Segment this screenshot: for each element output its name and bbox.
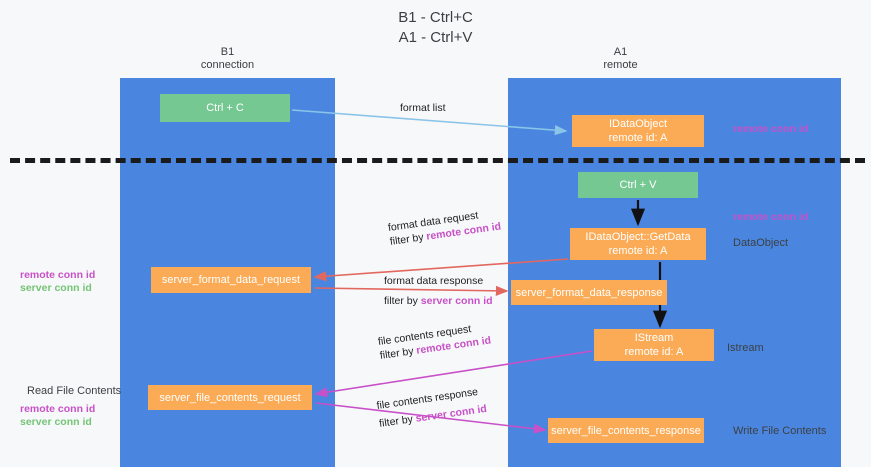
legend-left-mid-server: server conn id [20,282,92,294]
node-server-file-contents-request[interactable]: server_file_contents_request [148,385,312,410]
node-ctrl-v[interactable]: Ctrl + V [578,172,698,198]
node-fmt-response-label: server_format_data_response [515,286,663,299]
legend-left-mid-remote: remote conn id [20,269,96,281]
node-ctrl-c-label: Ctrl + C [206,102,244,114]
node-getdata-line1: IDataObject::GetData [585,231,691,243]
legend-left-mid: remote conn id server conn id [20,269,95,295]
node-istream[interactable]: IStream remote id: A [594,329,714,361]
side-label-dataobject: DataObject [733,237,789,249]
edge-label-format-data-response-title: format data response [384,275,484,287]
node-idataobject-getdata[interactable]: IDataObject::GetData remote id: A [570,228,706,260]
legend-left-bottom-remote: remote conn id [20,403,96,415]
title-line-2: A1 - Ctrl+V [398,29,473,46]
filter-prefix: filter by [384,295,421,307]
lane-header-a1-role: remote [603,59,638,71]
node-server-file-contents-response[interactable]: server_file_contents_response [548,418,704,443]
node-server-format-data-request[interactable]: server_format_data_request [151,267,311,293]
lane-header-b1-role: connection [200,59,255,71]
node-getdata-line2: remote id: A [608,245,668,257]
node-ctrl-c[interactable]: Ctrl + C [160,94,290,122]
title-line-1: B1 - Ctrl+C [398,9,473,26]
lane-header-a1: A1 remote [508,46,733,72]
legend-left-bottom: remote conn id server conn id [20,403,95,429]
diagram-title: B1 - Ctrl+C A1 - Ctrl+V [0,8,871,48]
filter-key-server-conn-id: server conn id [420,295,493,307]
node-idataobject-line1: IDataObject [608,118,668,130]
legend-remote-conn-id-mid: remote conn id [733,211,809,223]
node-idataobject-line2: remote id: A [608,132,668,144]
legend-left-bottom-server: server conn id [20,416,92,428]
side-label-istream: Istream [727,342,764,354]
edge-label-format-data-response-filter: filter by server conn id [384,294,493,308]
node-file-request-label: server_file_contents_request [159,391,301,404]
edge-label-format-data-request: format data request filter by remote con… [387,206,502,249]
node-istream-line2: remote id: A [624,346,684,358]
node-ctrl-v-label: Ctrl + V [619,179,657,191]
edge-label-format-list: format list [400,102,446,114]
filter-prefix: filter by [389,230,428,248]
node-fmt-request-label: server_format_data_request [161,274,301,286]
lane-header-b1-name: B1 [220,46,235,58]
phase-separator-dashed-line [10,158,865,163]
node-istream-line1: IStream [634,332,674,344]
node-server-format-data-response[interactable]: server_format_data_response [511,280,667,305]
edge-label-file-contents-request: file contents request filter by remote c… [377,320,492,363]
filter-prefix: filter by [378,412,417,430]
lane-header-b1: B1 connection [120,46,335,72]
edge-label-file-contents-response: file contents response filter by server … [376,384,488,431]
node-idataobject[interactable]: IDataObject remote id: A [572,115,704,147]
side-label-read-file-contents: Read File Contents [27,385,122,397]
legend-remote-conn-id-top: remote conn id [733,123,809,135]
node-file-response-label: server_file_contents_response [551,424,701,437]
edge-label-format-data-response: format data response filter by server co… [384,274,493,308]
lane-header-a1-name: A1 [613,46,628,58]
side-label-write-file-contents: Write File Contents [733,425,827,437]
filter-prefix: filter by [379,344,418,362]
